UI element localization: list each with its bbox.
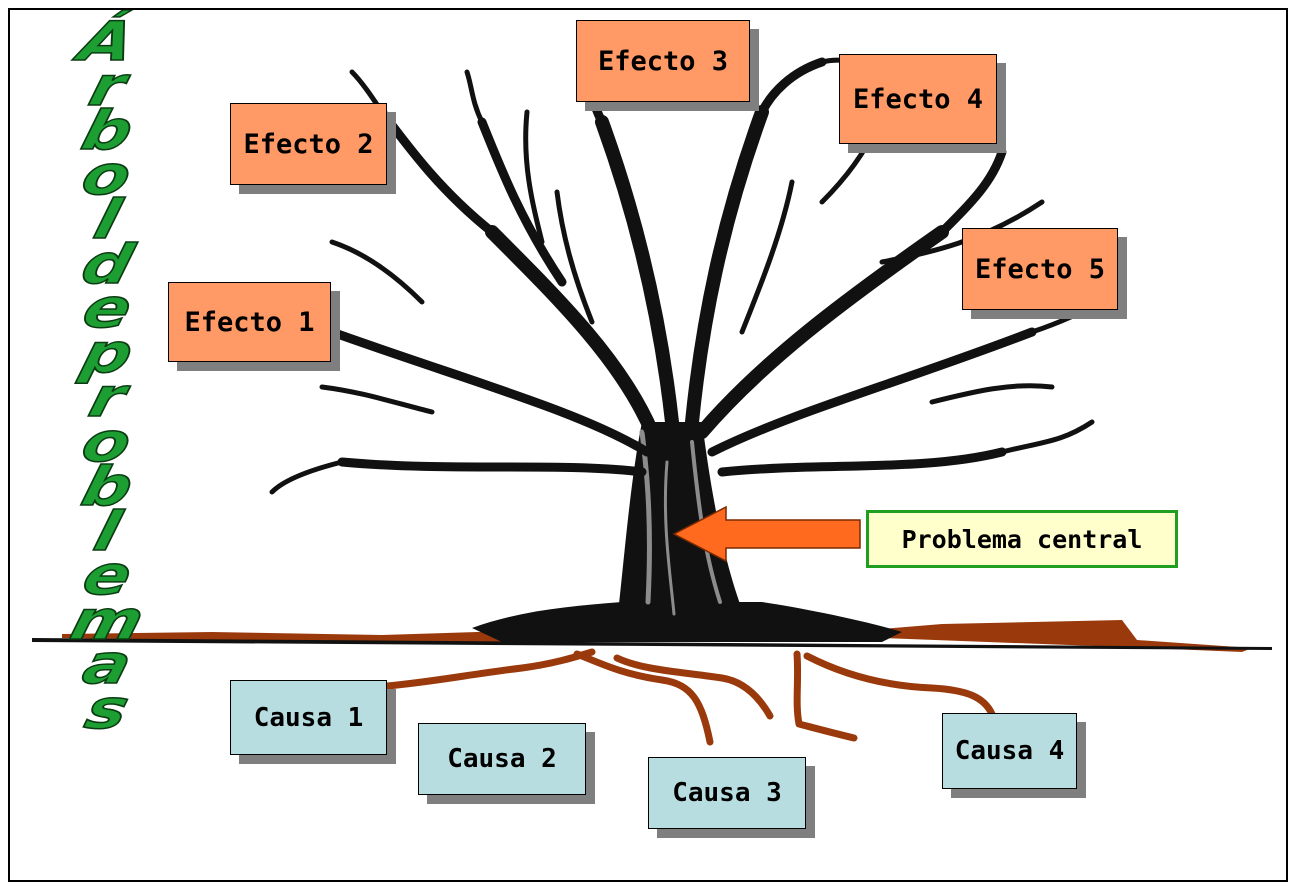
effect-box-2: Efecto 2 — [230, 103, 387, 185]
effect-box-4: Efecto 4 — [839, 54, 997, 144]
problem-arrow — [672, 505, 861, 563]
cause-box-3: Causa 3 — [648, 757, 806, 829]
cause-box-2: Causa 2 — [418, 723, 586, 795]
central-problem-box: Problema central — [866, 510, 1178, 568]
effect-box-1: Efecto 1 — [168, 282, 331, 362]
effect-box-3: Efecto 3 — [576, 20, 750, 102]
tree-illustration — [32, 57, 1272, 746]
vertical-title: Á r b o l d e p r o b l e m a s — [63, 10, 151, 741]
effect-box-5: Efecto 5 — [962, 228, 1118, 310]
slide-frame: Á r b o l d e p r o b l e m a s Efecto 1… — [8, 8, 1288, 882]
cause-box-4: Causa 4 — [942, 713, 1077, 789]
cause-box-1: Causa 1 — [230, 680, 387, 755]
roots — [383, 648, 996, 746]
